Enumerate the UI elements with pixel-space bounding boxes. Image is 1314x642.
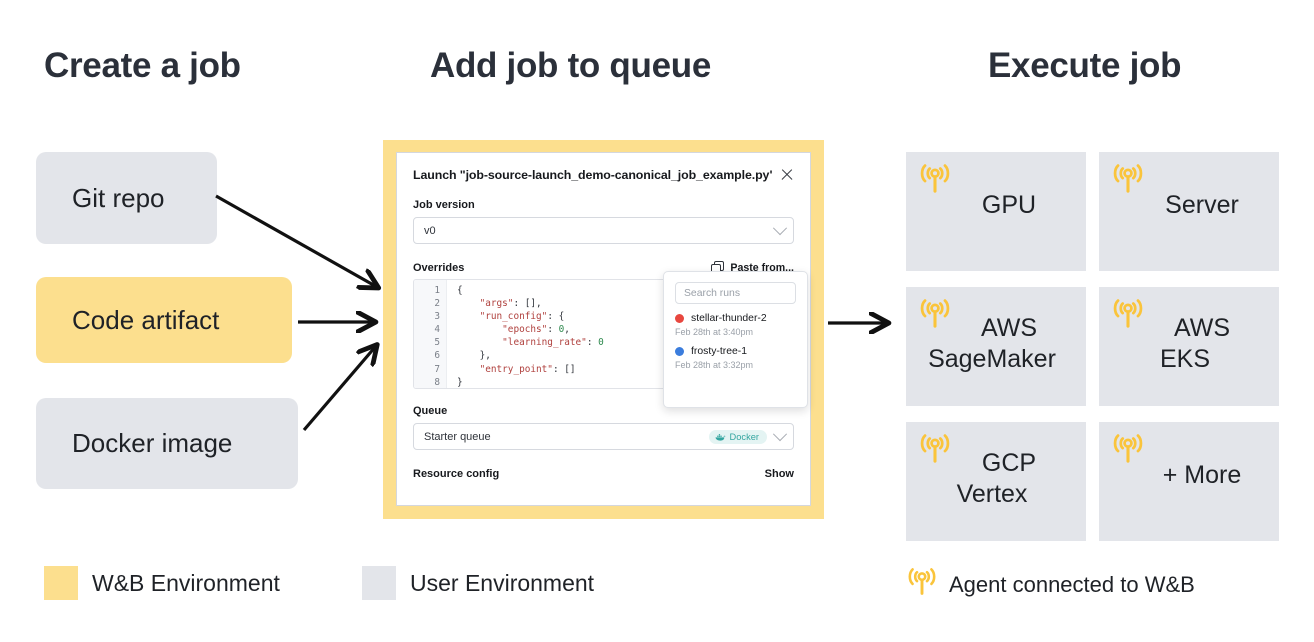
broadcast-tower-icon: [1111, 432, 1145, 471]
run-timestamp: Feb 28th at 3:40pm: [675, 327, 754, 337]
source-box-label: Docker image: [72, 428, 233, 458]
queue-select-right: Docker: [708, 426, 788, 444]
run-name: stellar-thunder-2: [691, 313, 767, 324]
paste-from-label: Paste from...: [730, 261, 794, 274]
legend-label: W&B Environment: [92, 569, 280, 596]
search-runs-input[interactable]: Search runs: [675, 282, 796, 304]
queue-label: Queue: [413, 405, 448, 417]
legend-item-user-environment: User Environment: [362, 566, 594, 600]
run-item-header: stellar-thunder-2: [675, 313, 796, 324]
execute-target-inner: + More: [1099, 422, 1279, 541]
execute-target-label-line: AWS: [980, 314, 1038, 342]
resource-config-row: Resource config Show: [413, 468, 794, 480]
legend-swatch-user: [362, 566, 396, 600]
column-heading-execute-job: Execute job: [988, 46, 1182, 85]
execute-target-label-line: EKS: [1159, 345, 1211, 373]
run-color-dot: [675, 347, 684, 356]
execute-target-card[interactable]: + More: [1099, 422, 1279, 541]
queue-select[interactable]: Starter queue Docker: [413, 423, 794, 450]
broadcast-tower-icon: [918, 162, 952, 201]
run-item-header: frosty-tree-1: [675, 346, 796, 357]
execute-target-card[interactable]: Server: [1099, 152, 1279, 271]
source-box-label: Git repo: [72, 182, 165, 213]
queue-value: Starter queue: [424, 430, 491, 443]
column-heading-add-job-to-queue: Add job to queue: [430, 46, 711, 85]
job-version-label: Job version: [413, 199, 475, 211]
docker-badge-label: Docker: [729, 431, 759, 442]
chevron-down-icon: [772, 220, 788, 235]
copy-icon: [711, 261, 725, 274]
arrow-queue-to-execute: [828, 306, 900, 340]
broadcast-tower-icon: [1111, 297, 1145, 336]
dialog-titlebar: Launch "job-source-launch_demo-canonical…: [413, 167, 794, 183]
execute-target-label: + More: [1099, 460, 1271, 491]
broadcast-tower-icon: [918, 432, 952, 471]
execute-target-label-line: GPU: [981, 191, 1037, 219]
run-timestamp: Feb 28th at 3:32pm: [675, 360, 754, 370]
code-content: { "args": [], "run_config": { "epochs": …: [457, 285, 604, 388]
execute-target-card[interactable]: AWS EKS: [1099, 287, 1279, 406]
legend-swatch-wandb: [44, 566, 78, 600]
execute-target-inner: Server: [1099, 152, 1279, 271]
source-box-docker-image[interactable]: Docker image: [36, 398, 298, 489]
execute-target-inner: GPU: [906, 152, 1086, 271]
overrides-label: Overrides: [413, 261, 465, 274]
close-icon[interactable]: [780, 168, 794, 182]
execute-target-card[interactable]: AWS SageMaker: [906, 287, 1086, 406]
resource-config-label: Resource config: [413, 468, 500, 480]
job-version-select[interactable]: v0: [413, 217, 794, 244]
execute-target-label: Server: [1099, 190, 1271, 221]
broadcast-tower-icon: [1111, 162, 1145, 201]
arrow-git-repo-to-queue: [215, 194, 390, 301]
arrow-code-artifact-to-queue: [298, 305, 388, 339]
run-name: frosty-tree-1: [691, 346, 748, 357]
execute-target-inner: AWS SageMaker: [906, 287, 1086, 406]
legend-label: Agent connected to W&B: [949, 571, 1195, 597]
execute-target-card[interactable]: GCP Vertex: [906, 422, 1086, 541]
job-version-value: v0: [424, 224, 436, 237]
docker-badge: Docker: [708, 429, 767, 444]
source-box-code-artifact[interactable]: Code artifact: [36, 277, 292, 363]
execute-target-label-line: AWS: [1173, 314, 1231, 342]
execute-target-label-line: Vertex: [956, 480, 1028, 508]
legend-item-agent-connected: Agent connected to W&B: [906, 566, 1195, 603]
execute-target-label: GPU: [906, 190, 1078, 221]
overrides-header: Overrides Paste from...: [413, 261, 794, 274]
source-box-git-repo[interactable]: Git repo: [36, 152, 217, 244]
broadcast-tower-icon: [918, 297, 952, 336]
execute-target-label-line: GCP: [981, 449, 1037, 477]
run-color-dot: [675, 314, 684, 323]
execute-target-inner: GCP Vertex: [906, 422, 1086, 541]
resource-config-show-link[interactable]: Show: [764, 468, 794, 480]
execute-target-label-line: Server: [1165, 191, 1239, 219]
legend-item-wandb-environment: W&B Environment: [44, 566, 280, 600]
arrow-docker-image-to-queue: [302, 336, 392, 432]
execute-target-card[interactable]: GPU: [906, 152, 1086, 271]
dialog-title: Launch "job-source-launch_demo-canonical…: [413, 168, 772, 182]
code-line-numbers: 1 2 3 4 5 6 7 8: [414, 280, 447, 388]
source-box-label: Code artifact: [72, 304, 220, 335]
execute-target-label-line: SageMaker: [928, 345, 1056, 373]
execute-target-label: AWS EKS: [1099, 313, 1271, 375]
execute-target-label: AWS SageMaker: [906, 313, 1078, 375]
broadcast-tower-icon: [906, 566, 938, 603]
column-heading-create-a-job: Create a job: [44, 46, 241, 85]
execute-target-label: GCP Vertex: [906, 448, 1078, 510]
paste-from-button[interactable]: Paste from...: [711, 261, 794, 274]
legend-label: User Environment: [410, 569, 595, 596]
execute-target-label-line: + More: [1162, 461, 1242, 489]
docker-whale-icon: [715, 433, 726, 441]
execute-target-inner: AWS EKS: [1099, 287, 1279, 406]
chevron-down-icon: [772, 426, 788, 441]
